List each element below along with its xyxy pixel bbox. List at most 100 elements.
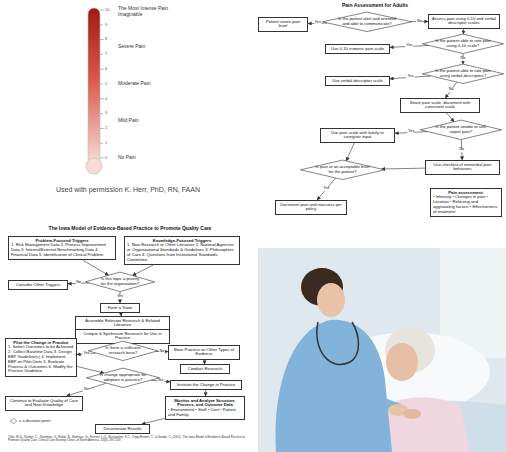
scale-label: The Most Intense Pain Imaginable [118, 6, 178, 18]
box-text: Conduct Research [183, 367, 227, 372]
scale-number: 6 [105, 67, 115, 72]
box-text: Form a Team [103, 306, 137, 311]
patient-hand [403, 409, 421, 419]
scale-number: 5 [105, 82, 115, 87]
scale-number: 9 [105, 23, 115, 28]
box-text: Institute the Change in Practice [173, 383, 239, 388]
flow-arrow [445, 82, 457, 98]
decision-diamond: Is change appropriate for adoption in pr… [86, 368, 160, 388]
process-box: Use pain scale with family or caregiver … [320, 128, 395, 143]
diamond-shape [300, 160, 384, 179]
flow-arrow [317, 178, 335, 200]
scale-number: 10 [105, 8, 115, 13]
process-box: Use checklist of nonverbal pain behavior… [425, 160, 500, 175]
process-box: Pain assessment:• Intensity • Changes in… [430, 188, 502, 217]
nurse-arm [355, 385, 398, 408]
scale-ticks [100, 10, 104, 158]
scale-number: 1 [105, 141, 115, 146]
legend-swatch [10, 418, 17, 424]
diamond-shape [88, 341, 157, 360]
process-box: Consider Other Triggers [8, 280, 68, 290]
edge-label: No [159, 350, 165, 354]
edge-label: Yes [314, 21, 321, 25]
process-box: Disseminate Results [95, 424, 150, 434]
decision-diamond: Is the patient able to rate pain using v… [422, 64, 504, 84]
box-heading: Monitor and Analyze Structure, Process, … [168, 399, 242, 409]
box-text: Patient states pain level [261, 20, 305, 30]
patient-face [386, 343, 418, 381]
box-text: Assemble Relevant Research & Related Lit… [78, 319, 167, 329]
thermometer-bulb [86, 158, 102, 174]
box-text: Is the patient unable to self-report pai… [433, 125, 489, 135]
box-text: Use verbal descriptor scale [328, 79, 387, 84]
diagram-title: Pain Assessment for Adults [300, 3, 450, 9]
flow-arrow [83, 260, 109, 275]
edge-label: No [417, 20, 423, 24]
caption: Used with permission K. Herr, PhD, RN, F… [18, 186, 238, 194]
thermometer-tube [88, 8, 100, 164]
process-box: Base Practice on Other Types of Evidence [168, 345, 240, 360]
diamond-shape [420, 120, 501, 139]
scale-label: Moderate Pain [118, 81, 178, 87]
edge-label: Yes [408, 131, 415, 135]
process-box: Monitor and Analyze Structure, Process, … [165, 396, 245, 420]
scale-number: 8 [105, 37, 115, 42]
edge-label: Yes [323, 187, 330, 191]
box-text: Use checklist of nonverbal pain behavior… [428, 163, 497, 173]
flow-arrow [390, 45, 429, 47]
process-box: Form a Team [100, 303, 140, 313]
nurse-scrubs [275, 320, 392, 452]
edge-label: No [84, 388, 90, 392]
process-box: Conduct Research [180, 364, 230, 374]
box-text: Is pain at an acceptable level for the p… [313, 165, 372, 175]
process-box: Assess pain using 0-10 and verbal descri… [428, 14, 500, 29]
legend-text: = a decision point [19, 418, 50, 423]
process-box: Patient states pain level [258, 17, 308, 32]
photo-wall [258, 248, 506, 452]
process-box: Knowledge-Focused Triggers1. New Researc… [124, 236, 240, 265]
decision-diamond: Is the patient able to rate pain using 0… [422, 34, 504, 54]
process-box: Use 0-10 numeric pain scale [325, 44, 390, 54]
diamond-shape [322, 12, 411, 31]
nurse-patient-photo [258, 248, 506, 452]
diamond-shape [422, 64, 503, 83]
box-text: Continue to Evaluate Quality of Care and… [8, 399, 80, 409]
process-box: Problem-Focused Triggers1. Risk Manageme… [8, 236, 116, 260]
box-body: • Intensity • Changes in pain • Location… [433, 195, 499, 214]
box-text: Is change appropriate for adoption in pr… [99, 373, 147, 383]
edge-label: No [460, 57, 466, 61]
box-text: Is the patient able to rate pain using v… [435, 69, 491, 79]
box-text: Base Practice on Other Types of Evidence [171, 348, 237, 358]
edge-label: Yes [116, 295, 123, 299]
scale-number: 4 [105, 97, 115, 102]
edge-label: Yes [406, 45, 413, 49]
process-box: Institute the Change in Practice [170, 380, 242, 390]
pain-thermometer [86, 8, 104, 174]
scale-label: Mild Pain [118, 118, 178, 124]
decision-diamond: Is the patient alert and oriented and ab… [322, 12, 412, 32]
scale-number: 3 [105, 111, 115, 116]
box-text: Is the patient alert and oriented and ab… [335, 17, 399, 27]
scale-label: No Pain [118, 155, 178, 161]
box-text: Use 0-10 numeric pain scale [328, 47, 387, 52]
decision-diamond: Is pain at an acceptable level for the p… [300, 160, 385, 180]
scale-number: 2 [105, 126, 115, 131]
box-text: Consider Other Triggers [11, 283, 65, 288]
citation: Titler, M.G., Kleiber, C., Steelman, V.,… [8, 436, 248, 443]
edge-label: No [448, 88, 454, 92]
edge-label: Yes [157, 379, 164, 383]
scale-number: 0 [105, 156, 115, 161]
box-text: Is this topic a priority for the organiz… [98, 277, 142, 287]
process-box: Continue to Evaluate Quality of Care and… [5, 396, 83, 411]
decision-diamond: Is the patient unable to self-report pai… [420, 120, 502, 140]
box-text: Assess pain using 0-10 and verbal descri… [431, 17, 497, 27]
legend-row: = a decision point [10, 418, 50, 424]
decision-diamond: Is this topic a priority for the organiz… [85, 272, 155, 292]
flow-arrow [133, 265, 154, 275]
decision-diamond: Is there a sufficient research base? [88, 341, 158, 361]
process-box: Share pain scale; document with consiste… [400, 98, 480, 113]
box-text: Document pain and reassess per policy [278, 203, 344, 213]
diagram-title: The Iowa Model of Evidence-Based Practic… [20, 226, 240, 232]
diamond-shape [422, 34, 503, 53]
flow-arrow [67, 383, 107, 396]
